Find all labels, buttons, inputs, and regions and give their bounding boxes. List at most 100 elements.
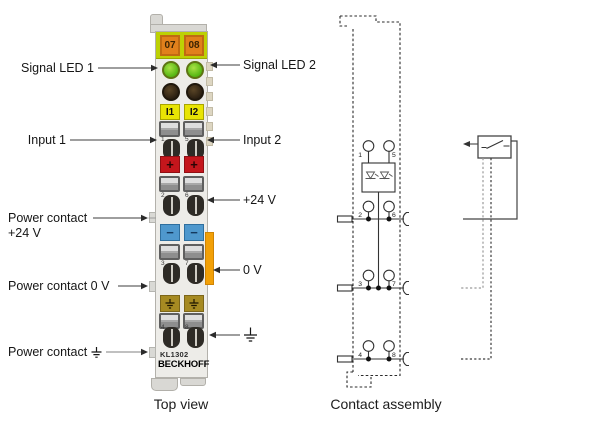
spring-clamp [183,244,204,260]
signal-led-1-icon [162,61,180,79]
minus-terminal-badge: − [184,224,204,241]
hole-number: 6 [185,192,189,199]
led-off-1-icon [162,83,180,101]
earth-ground-icon [165,298,175,309]
contact-assembly-outline [339,15,401,388]
label-power-contact-24v: Power contact +24 V [8,211,87,241]
label-power-contact-24v-line2: +24 V [8,226,42,240]
svg-text:2: 2 [358,212,362,219]
label-power-contact-pe: Power contact [8,345,103,360]
hole-number: 1 [161,136,165,143]
pe-terminal-badge [184,295,204,312]
contact-assembly-terminal-numbers: 1 5 2 6 3 7 4 8 [358,152,396,359]
svg-text:1: 1 [358,152,362,159]
power-blade-contact-icon [336,284,353,292]
power-contact-0v-blade [205,232,214,285]
terminal-hole-1 [163,139,180,160]
hole-number: 4 [161,324,165,331]
plus-terminal-badge: + [184,156,204,173]
terminal-hole-5 [187,139,204,160]
side-contact-tab [206,77,213,86]
minus-terminal-badge: − [160,224,180,241]
leader-lines-left [70,67,156,353]
svg-text:8: 8 [392,352,396,359]
plus-symbol: + [166,157,174,172]
label-power-contact-0v: Power contact 0 V [8,279,110,293]
channel-number-badge: 08 [184,35,204,56]
caption-contact-assembly: Contact assembly [330,396,442,412]
input-label-badge: I2 [184,104,204,120]
spring-clamp [159,121,180,137]
side-contact-tab [206,92,213,101]
wire-pe-dashed [461,158,492,360]
plus-symbol: + [190,157,198,172]
pe-terminal-badge [160,295,180,312]
svg-text:7: 7 [392,281,396,288]
side-contact-tab [206,62,213,71]
label-0v: 0 V [243,263,262,277]
wire-0v-dashed [461,158,484,289]
input-label-i1: I1 [165,106,175,118]
contact-assembly-circuit [336,140,409,367]
led-off-2-icon [186,83,204,101]
hole-number: 7 [185,260,189,267]
channel-number-badge: 07 [160,35,180,56]
module-foot-right [180,378,206,386]
side-contact-tab [206,137,213,146]
spring-clamp [183,121,204,137]
signal-led-2-icon [186,61,204,79]
label-input-2: Input 2 [243,133,282,147]
power-contact-pe-notch [149,347,156,358]
hole-number: 2 [161,192,165,199]
channel-number-07: 07 [164,40,176,51]
switch-contact-icon [481,140,510,149]
hole-number: 8 [185,324,189,331]
hole-number: 3 [161,260,165,267]
spring-clamp [183,176,204,192]
hole-number: 5 [185,136,189,143]
svg-text:4: 4 [358,352,362,359]
power-contact-0v-notch [149,281,156,292]
minus-symbol: − [190,225,198,240]
svg-text:6: 6 [392,212,396,219]
input-label-badge: I1 [160,104,180,120]
earth-ground-icon [189,298,199,309]
product-code: KL1302 [160,350,189,359]
power-contact-24v-notch [149,212,156,223]
svg-text:3: 3 [358,281,362,288]
label-power-contact-24v-line1: Power contact [8,211,88,225]
leader-arrowheads-right [207,61,220,339]
label-signal-led-2: Signal LED 2 [243,58,316,72]
terminal-hole-3 [163,263,180,284]
label-power-contact-pe-text: Power contact [8,345,88,359]
socket-contact-icon [402,351,409,367]
led-diode-symbols-icon [365,171,393,180]
label-plus-24v: +24 V [243,193,277,207]
terminal-hole-8 [187,327,204,348]
switch-contact-box [477,135,512,159]
side-contact-tab [206,107,213,116]
sensor-wiring-sketch [461,135,518,360]
side-contact-tab [206,122,213,131]
brand-logo: BECKHOFF [158,359,210,370]
terminal-hole-7 [187,263,204,284]
wire-arrowhead [463,141,470,147]
socket-contact-icon [402,280,409,296]
terminal-hole-2 [163,195,180,216]
module-foot-left [151,378,178,391]
spring-clamp [159,176,180,192]
minus-symbol: − [166,225,174,240]
power-blade-contact-icon [336,215,353,223]
channel-number-08: 08 [188,40,200,51]
label-input-1: Input 1 [27,133,66,147]
caption-top-view: Top view [153,396,209,412]
label-signal-led-1: Signal LED 1 [21,61,94,75]
wire-plus-24v [463,140,518,220]
power-blade-contact-icon [336,355,353,363]
spring-clamp [159,244,180,260]
earth-ground-icon [244,327,257,342]
input-label-i2: I2 [189,106,199,118]
svg-text:5: 5 [392,152,396,159]
socket-contact-icon [402,211,409,227]
